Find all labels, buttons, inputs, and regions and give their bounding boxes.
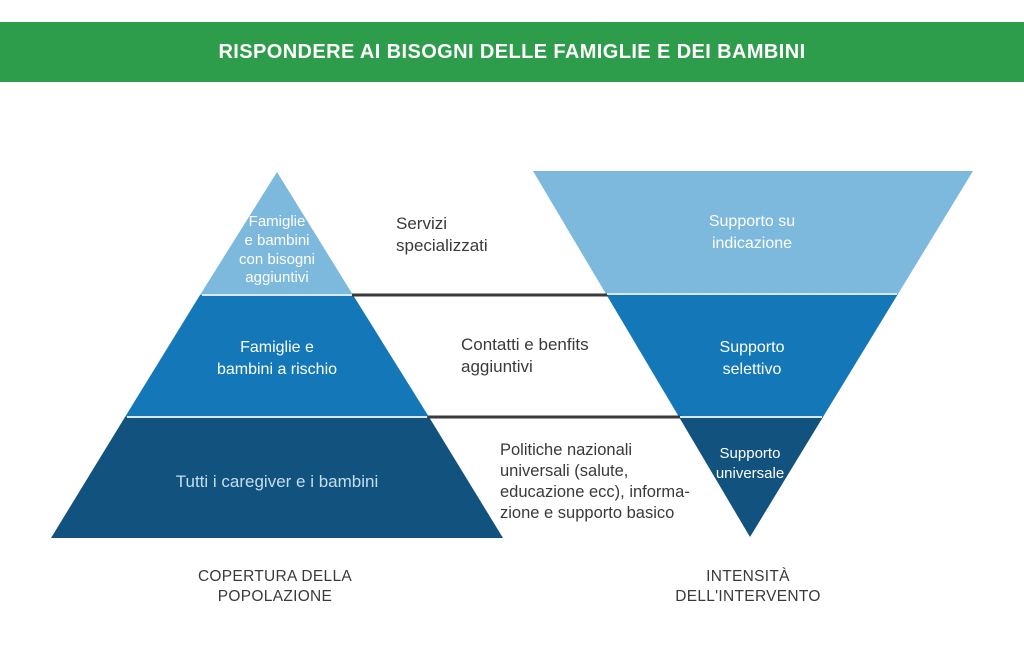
right-pyramid-tier-middle-shape (606, 294, 898, 417)
left-pyramid-tier-middle-shape (125, 295, 429, 417)
right-tier-top-label: Supporto su indicazione (708, 213, 796, 252)
annotation-specialized-services: Servizi specializzati (396, 214, 488, 256)
caption-intervention-intensity: INTENSITÀ DELL'INTERVENTO (675, 568, 821, 606)
caption-population-coverage: COPERTURA DELLA POPOLAZIONE (197, 568, 353, 606)
right-pyramid-tier-top-shape (533, 171, 973, 294)
annotation-universal-policies: Politiche nazionali universali (salute, … (500, 441, 690, 522)
right-pyramid-tier-bottom-shape (679, 417, 823, 537)
left-tier-bottom-label: Tutti i caregiver e i bambini (175, 472, 379, 491)
left-pyramid-tier-top-shape (200, 172, 353, 295)
left-pyramid-tier-bottom-shape (51, 417, 503, 538)
page-title: RISPONDERE AI BISOGNI DELLE FAMIGLIE E D… (218, 40, 806, 63)
annotation-additional-benefits: Contatti e benfits aggiuntivi (461, 335, 589, 377)
header-bar: RISPONDERE AI BISOGNI DELLE FAMIGLIE E D… (0, 22, 1024, 82)
left-tier-top-label: Famiglie e bambini con bisogni aggiuntiv… (239, 213, 315, 287)
left-tier-middle-label: Famiglie e bambini a rischio (216, 339, 338, 378)
right-tier-middle-label: Supporto selettivo (719, 339, 785, 378)
right-tier-bottom-label: Supporto universale (715, 445, 785, 482)
